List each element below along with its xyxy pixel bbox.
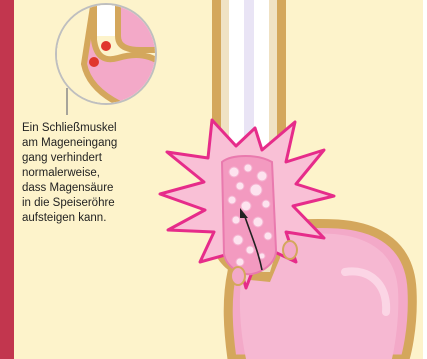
explanation-caption: Ein Schließmuskel am Mageneingang gang v… — [22, 121, 162, 226]
caption-line-6: in die Speiseröhre — [22, 196, 162, 211]
inset-magnifier — [56, 0, 160, 115]
caption-line-5: dass Magensäure — [22, 181, 162, 196]
acid-column — [222, 156, 276, 274]
caption-line-7: aufsteigen kann. — [22, 211, 162, 226]
caption-line-1: Ein Schließmuskel — [22, 121, 162, 136]
caption-line-4: normalerweise, — [22, 166, 162, 181]
caption-line-2: am Mageneingang — [22, 136, 162, 151]
caption-line-3: gang verhindert — [22, 151, 162, 166]
